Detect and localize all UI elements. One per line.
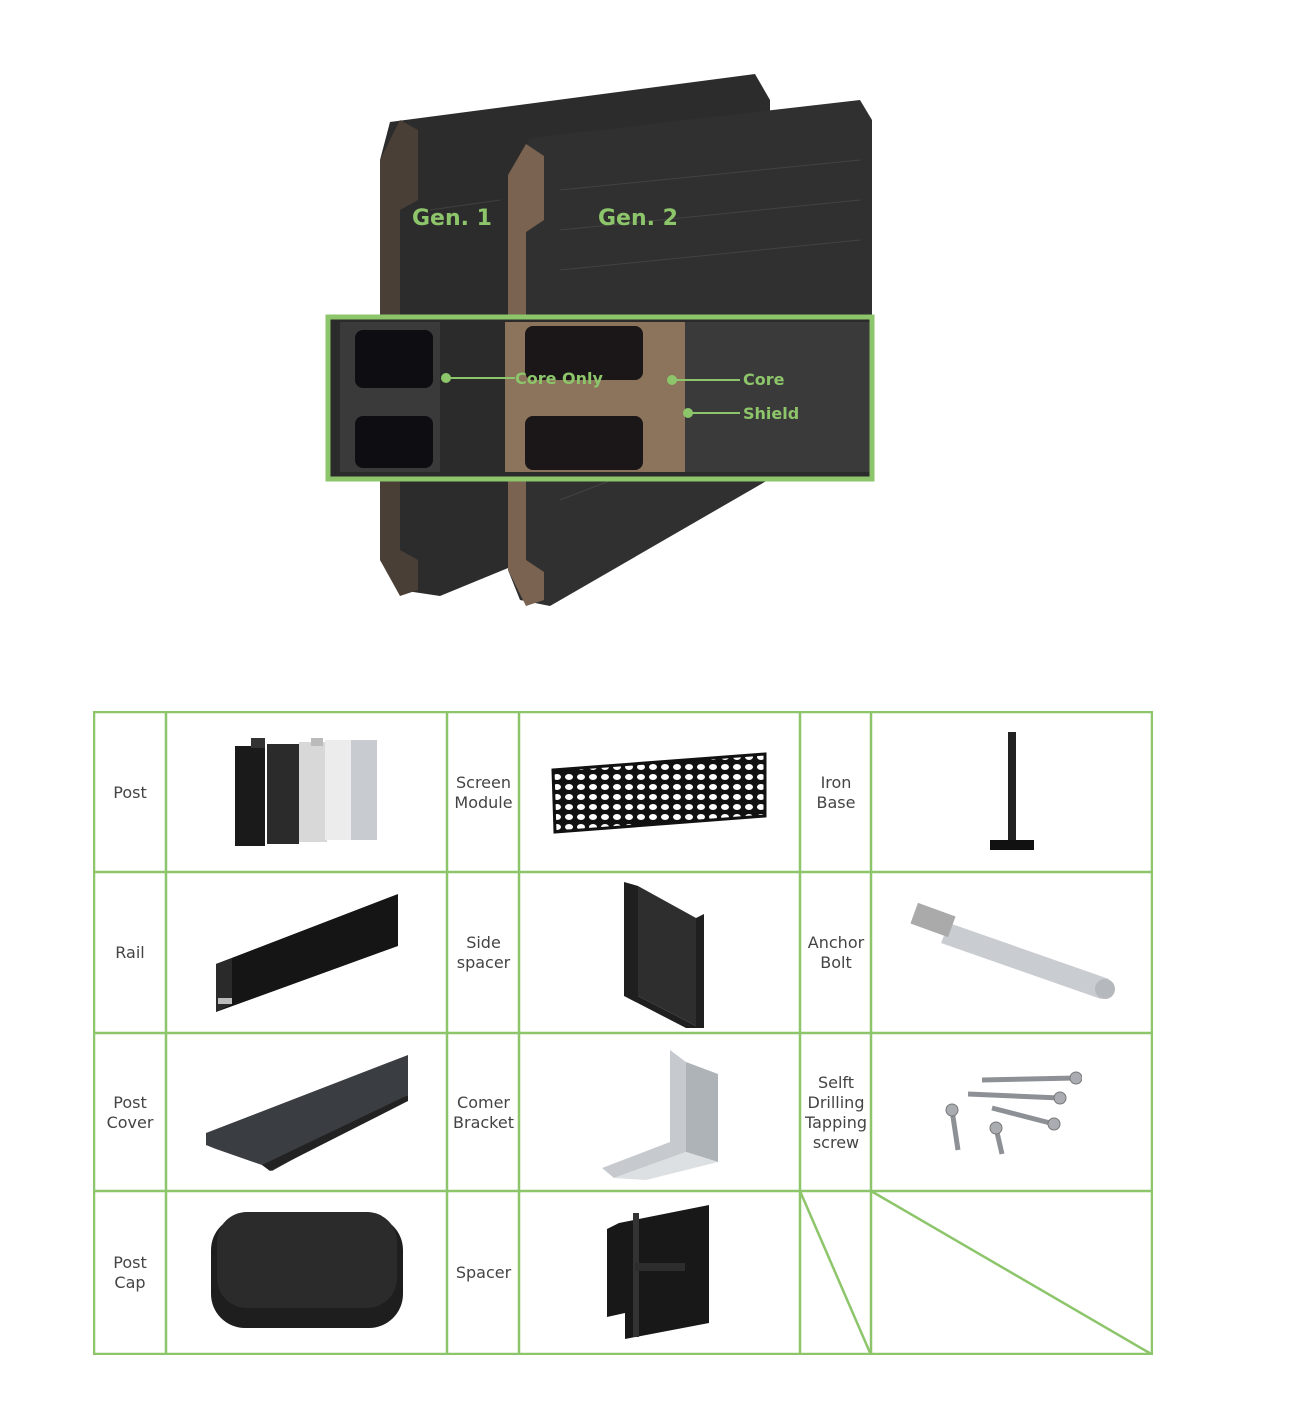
- iron-base-icon: [872, 713, 1152, 872]
- empty-cell-diagonal: [798, 1190, 873, 1355]
- post-profiles-icon: [167, 713, 447, 872]
- part-label-spacer: Spacer: [455, 1263, 512, 1282]
- part-label-post-cover: Post Cover: [106, 1092, 154, 1132]
- part-label-side-spacer: Side spacer: [456, 933, 511, 972]
- table-grid: [93, 711, 1153, 1355]
- gen1-label: Gen. 1: [412, 206, 492, 231]
- gen2-label: Gen. 2: [598, 206, 678, 231]
- empty-cell-diagonal: [870, 1189, 1153, 1355]
- part-label-tapping-screw: Selft Drilling Tapping screw: [805, 1072, 867, 1152]
- rail-icon: [167, 873, 447, 1033]
- product-cross-section-illustration: Gen. 1 Gen. 2 Core Only Core Shield: [300, 60, 920, 620]
- highlight-frame: [325, 314, 875, 482]
- callout-core: Core: [743, 370, 785, 389]
- parts-table: Post Screen Module Iron Base: [93, 711, 1153, 1355]
- part-label-screen-module: Screen Module: [454, 772, 513, 812]
- part-label-post: Post: [113, 782, 147, 802]
- post-cap-icon: [167, 1192, 447, 1354]
- anchor-bolt-icon: [872, 873, 1152, 1033]
- board-illustration: [325, 74, 875, 606]
- corner-bracket-icon: [520, 1034, 800, 1191]
- post-cover-icon: [167, 1034, 447, 1191]
- part-label-rail: Rail: [115, 943, 145, 962]
- empty-label-cell: [801, 1192, 871, 1354]
- callout-shield: Shield: [743, 404, 800, 423]
- spacer-icon: [520, 1192, 800, 1354]
- tapping-screws-icon: [872, 1034, 1152, 1191]
- part-label-iron-base: Iron Base: [816, 772, 856, 812]
- side-spacer-icon: [520, 873, 800, 1033]
- part-label-corner-bracket: Comer Bracket: [453, 1092, 514, 1132]
- part-label-post-cap: Post Cap: [113, 1253, 147, 1292]
- screen-module-icon: [520, 713, 800, 872]
- part-label-anchor-bolt: Anchor Bolt: [807, 933, 865, 972]
- callout-core-only: Core Only: [515, 369, 603, 388]
